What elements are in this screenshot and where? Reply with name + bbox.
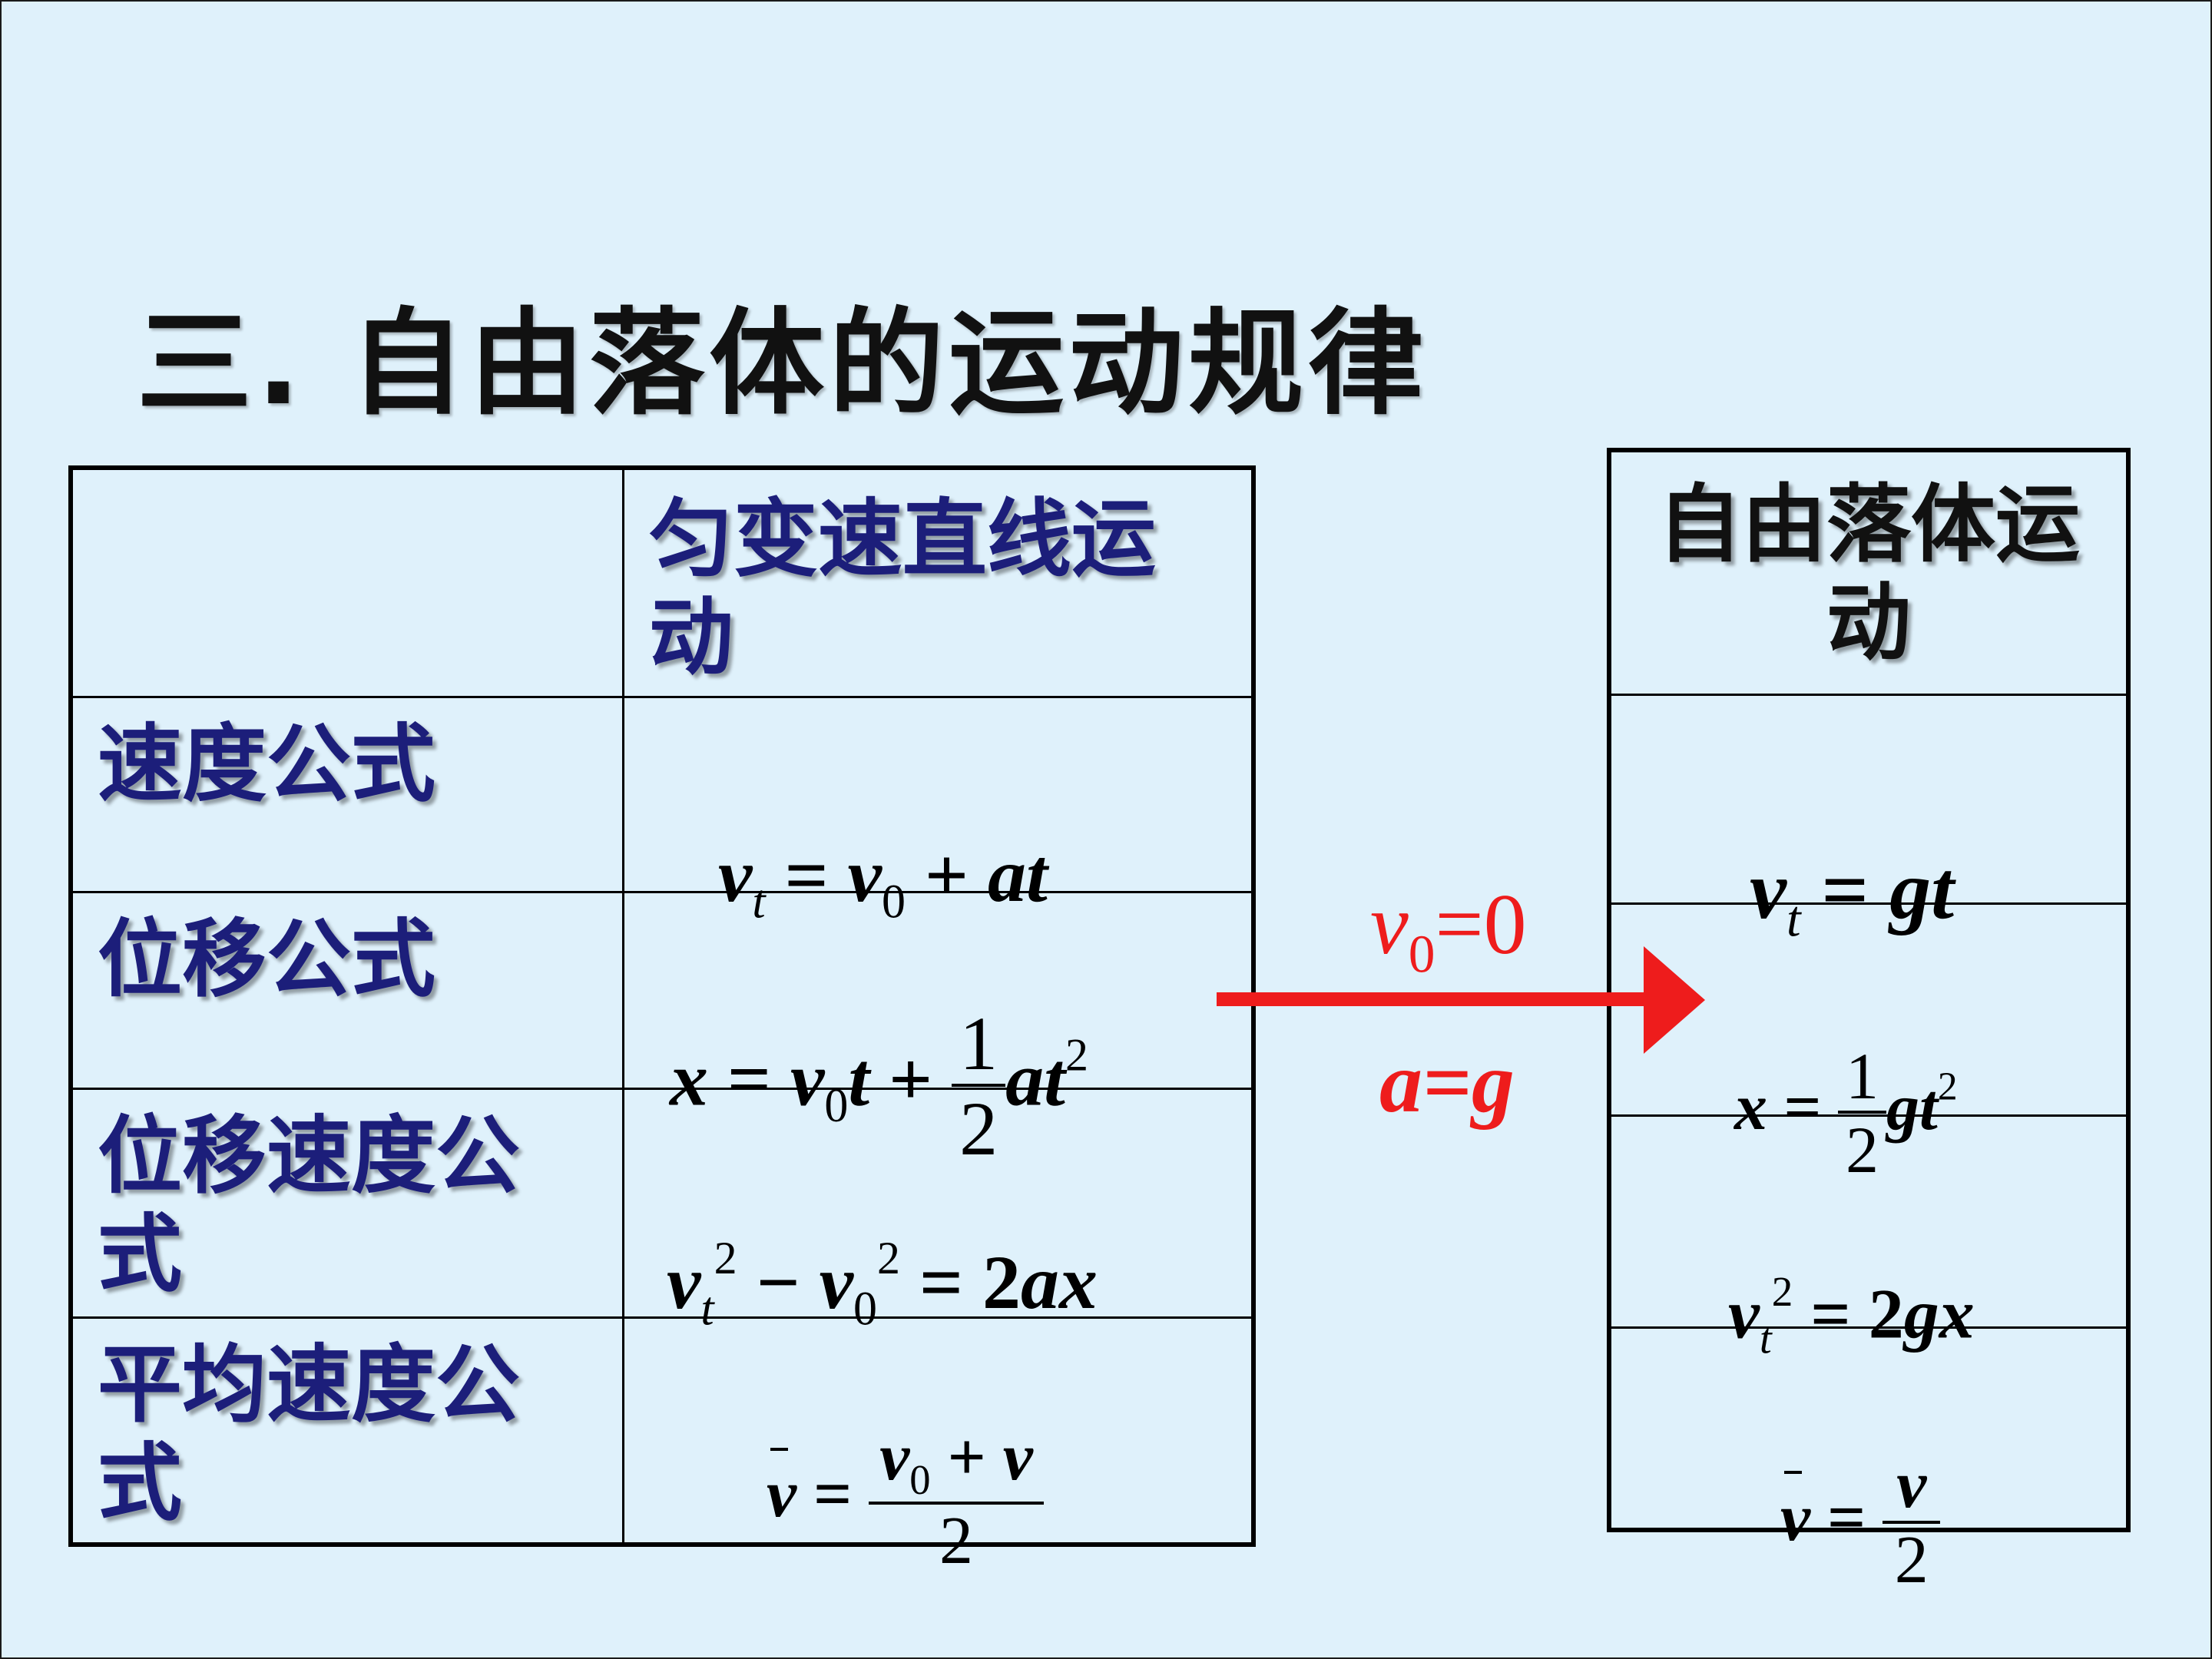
symbol-at: at [987, 833, 1048, 918]
equals-zero: =0 [1435, 877, 1527, 972]
symbol-x: x [670, 1036, 708, 1122]
symbol-v0: v [847, 833, 882, 918]
symbol-v0: v [819, 1240, 853, 1325]
formula-cell [621, 1087, 1255, 1319]
formula-cell [1608, 1326, 2130, 1532]
freefall-velocity: vt = gt [1750, 843, 1954, 949]
equals-sign: = [1810, 1480, 1883, 1555]
subscript-0: 0 [909, 1456, 931, 1504]
subscript-0: 0 [882, 876, 906, 929]
fraction-numerator: v [1883, 1448, 1941, 1525]
free-fall-table: 自由落体运动 [1607, 448, 2131, 1532]
subscript-0: 0 [1408, 925, 1435, 985]
plus-sign: + [906, 833, 988, 918]
plus-sign: + [930, 1420, 1003, 1495]
freefall-vel-disp: vt2 = 2gx [1728, 1267, 1975, 1363]
exponent-2: 2 [877, 1233, 900, 1283]
row-label-velocity: 速度公式 [98, 714, 435, 813]
row-label-vel-disp: 位移速度公式 [98, 1106, 520, 1303]
condition-v0: v0=0 [1370, 876, 1527, 985]
formula-cell [621, 695, 1255, 893]
symbol-gt: gt [1889, 845, 1955, 936]
subscript-0: 0 [824, 1080, 849, 1133]
formula-cell [1608, 1114, 2130, 1329]
formula-vel-disp: vt2 − v02 = 2ax [667, 1232, 1098, 1337]
fraction-denominator: 2 [939, 1504, 973, 1579]
symbol-a-equals-g: a=g [1379, 1035, 1515, 1131]
symbol-vt: v [1728, 1274, 1760, 1353]
header-cell: 自由落体运动 [1608, 449, 2130, 696]
equals-sign: = [765, 833, 848, 918]
equals-sign: = [708, 1036, 790, 1122]
symbol-v0: v [1370, 877, 1409, 972]
symbol-v: v [1002, 1420, 1033, 1495]
slide-title: 三. 自由落体的运动规律 [137, 297, 1429, 431]
equals-sign: = [1800, 845, 1890, 936]
equals-two: = 2 [1793, 1274, 1904, 1353]
minus-sign: − [737, 1240, 820, 1325]
symbol-gt: gt [1886, 1070, 1938, 1144]
transform-arrow [1217, 992, 1674, 1006]
fraction-numerator: 1 [952, 1003, 1006, 1087]
row-label-average: 平均速度公式 [98, 1335, 520, 1532]
fraction-denominator: 2 [959, 1086, 998, 1171]
plus-sign: + [869, 1036, 952, 1122]
uniform-acceleration-table: 匀变速直线运动 速度公式 位移公式 位移速度公式 平均速度公式 [68, 465, 1256, 1547]
subscript-t: t [1786, 890, 1801, 948]
subscript-t: t [752, 876, 766, 929]
row-label-cell: 速度公式 [69, 695, 624, 893]
header-free-fall: 自由落体运动 [1657, 475, 2080, 672]
formula-cell [1608, 693, 2130, 905]
equals-two: = 2 [900, 1240, 1021, 1325]
row-label-cell: 平均速度公式 [69, 1316, 624, 1546]
formula-cell [621, 1316, 1255, 1546]
symbol-vt: v [1750, 845, 1786, 936]
fraction-numerator: v0 + v [869, 1422, 1044, 1505]
formula-velocity: vt = v0 + at [718, 831, 1048, 930]
symbol-gx: gx [1903, 1274, 1975, 1353]
exponent-2: 2 [1937, 1065, 1958, 1109]
arrow-head-icon [1644, 946, 1705, 1054]
symbol-v-bar: v [767, 1447, 797, 1532]
symbol-v-bar: v [1780, 1471, 1811, 1555]
symbol-v0: v [790, 1036, 825, 1122]
subscript-0: 0 [853, 1283, 877, 1336]
header-cell: 匀变速直线运动 [621, 466, 1255, 698]
equals-sign: = [796, 1457, 869, 1532]
symbol-v: v [1896, 1448, 1927, 1522]
fraction-numerator: 1 [1838, 1041, 1887, 1114]
row-label-cell: 位移速度公式 [69, 1087, 624, 1319]
fraction-denominator: 2 [1894, 1523, 1929, 1598]
exponent-2: 2 [1771, 1268, 1793, 1315]
symbol-v: v [718, 833, 753, 918]
condition-a-equals-g: a=g [1379, 1034, 1515, 1133]
symbol-ax: ax [1020, 1240, 1098, 1325]
symbol-vt: v [667, 1240, 701, 1325]
symbol-x: x [1734, 1070, 1767, 1144]
symbol-v0: v [879, 1420, 910, 1495]
corner-cell [69, 466, 624, 698]
exponent-2: 2 [1065, 1029, 1088, 1081]
row-label-cell: 位移公式 [69, 890, 624, 1090]
equals-sign: = [1767, 1070, 1839, 1144]
symbol-at: at [1005, 1036, 1065, 1122]
symbol-t: t [848, 1036, 870, 1122]
formula-cell [621, 890, 1255, 1090]
exponent-2: 2 [714, 1233, 737, 1283]
fraction-denominator: 2 [1846, 1113, 1879, 1187]
subscript-t: t [1759, 1314, 1772, 1363]
row-label-displacement: 位移公式 [98, 909, 435, 1008]
header-uniform-motion: 匀变速直线运动 [648, 490, 1156, 687]
subscript-t: t [700, 1283, 714, 1336]
